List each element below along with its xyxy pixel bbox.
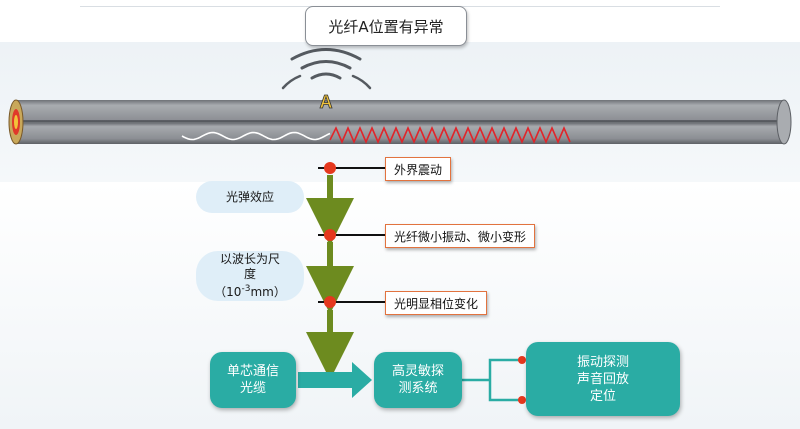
signal-wave-normal <box>181 131 331 141</box>
box-detection-system: 高灵敏探 测系统 <box>374 352 462 408</box>
stage-text-3: 光明显相位变化 <box>394 296 479 311</box>
stage-text-1: 外界震动 <box>394 162 443 177</box>
box-single-core-cable: 单芯通信 光缆 <box>210 352 296 408</box>
effect-scale-line-2: 度 <box>243 267 256 281</box>
cable-core-center <box>14 115 18 129</box>
effect-photoelastic-label: 光弹效应 <box>225 189 274 204</box>
output-line-3: 定位 <box>589 388 616 404</box>
callout-text: 光纤A位置有异常 <box>328 17 444 36</box>
source-line-2: 光缆 <box>239 381 266 396</box>
output-line-2: 声音回放 <box>576 371 629 387</box>
effect-wavelength-scale: 以波长为尺 度 （10-3mm） <box>196 251 304 301</box>
connector-dot-bottom <box>518 396 526 404</box>
connector-dot-top <box>518 356 526 364</box>
effect-scale-line-3a: （10 <box>214 285 242 299</box>
detector-line-1: 高灵敏探 <box>391 364 444 379</box>
stage-text-2: 光纤微小振动、微小变形 <box>394 229 527 244</box>
transmission-arrow <box>298 362 372 398</box>
signal-wave-disturbed <box>329 125 571 145</box>
stage-marker-3 <box>318 296 392 308</box>
vibration-icon <box>281 48 372 90</box>
output-line-1: 振动探测 <box>576 354 629 370</box>
effect-photoelastic: 光弹效应 <box>196 181 304 213</box>
stage-marker-1 <box>318 162 392 174</box>
detector-line-2: 测系统 <box>398 381 438 396</box>
source-line-1: 单芯通信 <box>226 364 279 379</box>
stage-marker-2 <box>318 229 392 241</box>
stage-label-phase-change: 光明显相位变化 <box>385 291 488 315</box>
effect-scale-exponent: -3 <box>241 284 251 294</box>
anomaly-callout: 光纤A位置有异常 <box>305 6 467 46</box>
stage-label-fiber-deformation: 光纤微小振动、微小变形 <box>385 224 536 248</box>
fiber-position-marker: A <box>320 92 333 112</box>
fiber-cable <box>14 100 784 144</box>
cable-end-right <box>776 99 792 145</box>
output-connector <box>462 358 522 402</box>
box-output-functions: 振动探测 声音回放 定位 <box>526 342 680 416</box>
stage-label-external-vibration: 外界震动 <box>385 157 452 181</box>
effect-scale-line-1: 以波长为尺 <box>219 252 280 266</box>
effect-scale-line-3b: mm） <box>250 285 286 299</box>
